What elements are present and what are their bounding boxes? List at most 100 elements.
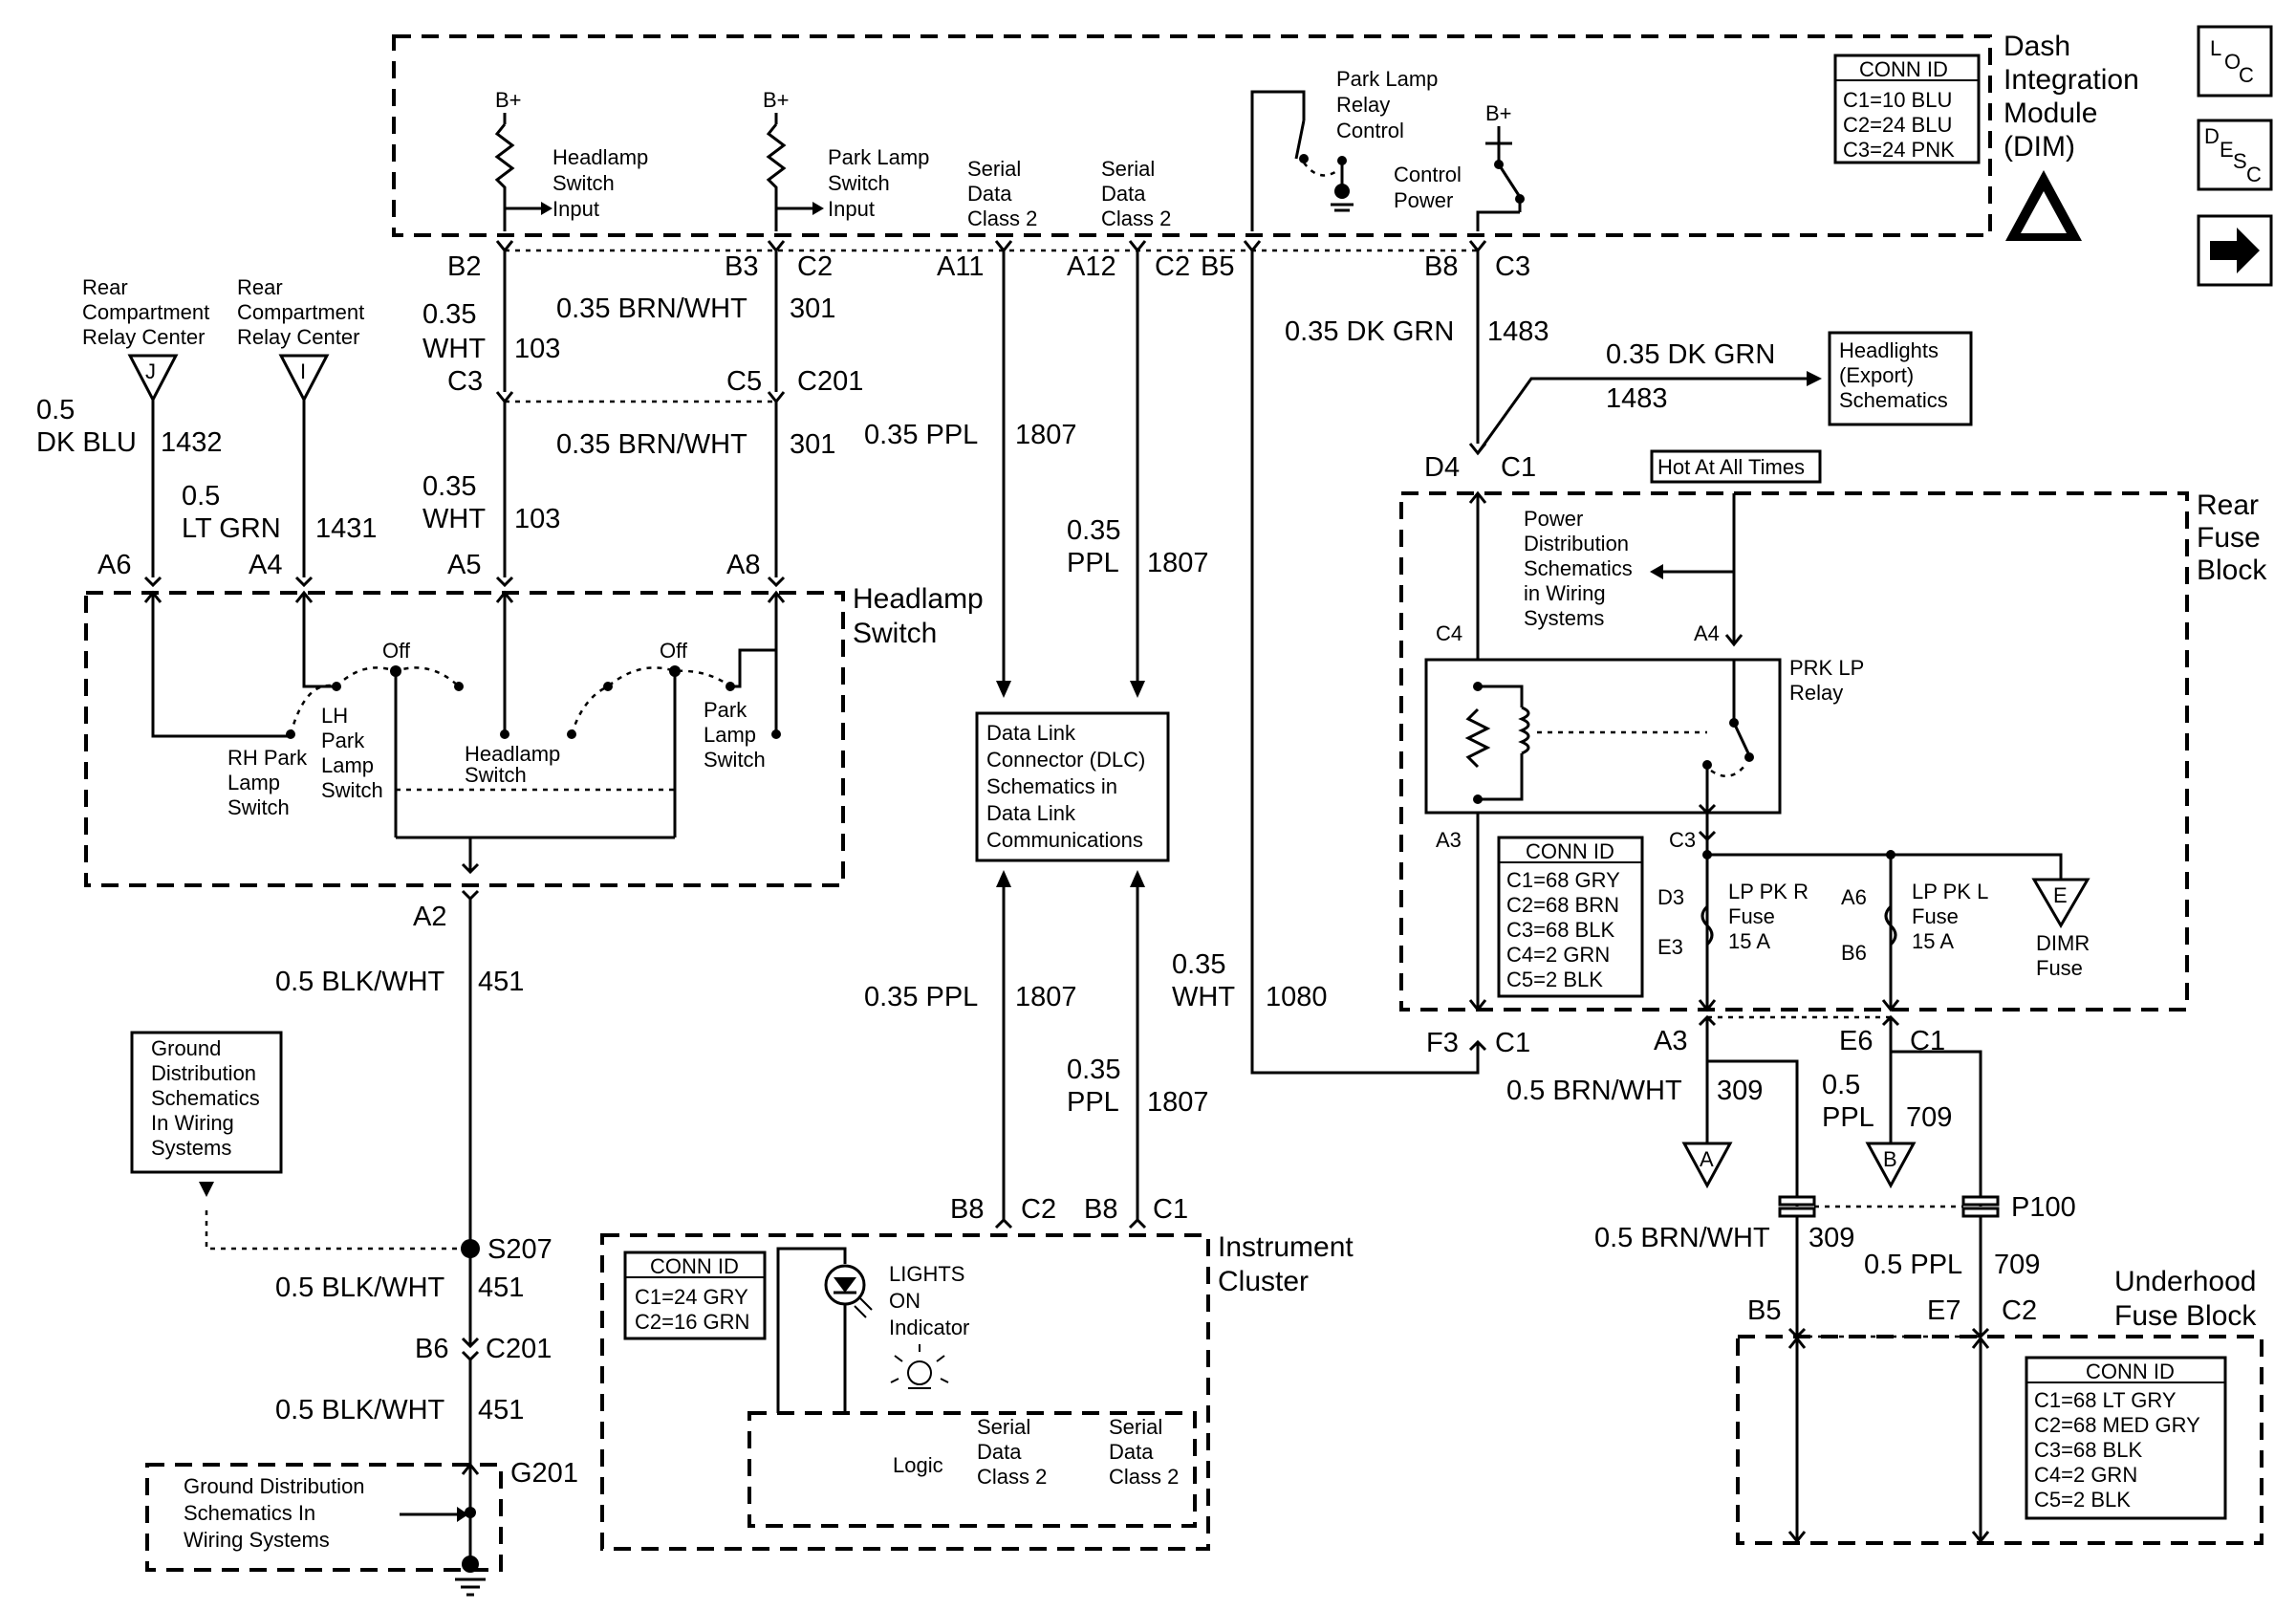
svg-text:Systems: Systems bbox=[1524, 606, 1604, 630]
svg-text:B6: B6 bbox=[415, 1334, 448, 1364]
svg-text:Schematics: Schematics bbox=[1839, 388, 1948, 412]
svg-text:Park: Park bbox=[704, 698, 747, 722]
svg-text:Input: Input bbox=[552, 197, 599, 221]
svg-text:C2=16 GRN: C2=16 GRN bbox=[635, 1310, 749, 1334]
svg-text:Schematics: Schematics bbox=[151, 1086, 260, 1110]
svg-text:C2: C2 bbox=[2002, 1295, 2037, 1326]
svg-text:A4: A4 bbox=[1694, 621, 1720, 645]
svg-text:Logic: Logic bbox=[893, 1453, 943, 1477]
svg-text:Class 2: Class 2 bbox=[1109, 1465, 1179, 1489]
svg-text:Switch: Switch bbox=[853, 618, 937, 649]
wire-103: 0.35 WHT 103 C3 0.35 WHT 103 bbox=[422, 240, 560, 588]
svg-text:Switch: Switch bbox=[552, 171, 615, 195]
svg-text:0.5 BLK/WHT: 0.5 BLK/WHT bbox=[275, 967, 445, 997]
svg-text:A8: A8 bbox=[726, 550, 760, 580]
svg-text:J: J bbox=[145, 359, 156, 383]
svg-text:Data: Data bbox=[977, 1440, 1022, 1464]
svg-text:D4: D4 bbox=[1424, 452, 1460, 483]
svg-text:709: 709 bbox=[1906, 1102, 1952, 1133]
loc-button[interactable]: LOC bbox=[2197, 25, 2273, 98]
svg-text:O: O bbox=[2224, 50, 2241, 74]
svg-text:Distribution: Distribution bbox=[1524, 532, 1629, 555]
svg-text:Schematics in: Schematics in bbox=[986, 774, 1117, 798]
headlamp-switch-title: Headlamp Switch bbox=[853, 583, 984, 649]
wire-309-709: A3 E6 C1 A B 0.5 BRN/WHT 309 0.5 PPL 709… bbox=[1506, 1014, 2076, 1339]
headlamp-switch-pin-labels: A6 A4 A5 A8 bbox=[97, 550, 760, 580]
svg-text:D3: D3 bbox=[1657, 885, 1684, 909]
svg-text:F3: F3 bbox=[1426, 1028, 1459, 1058]
svg-text:Instrument: Instrument bbox=[1218, 1231, 1354, 1263]
svg-text:B: B bbox=[1883, 1147, 1897, 1171]
svg-text:Park: Park bbox=[321, 729, 365, 752]
svg-text:Wiring Systems: Wiring Systems bbox=[184, 1528, 330, 1552]
svg-text:Data: Data bbox=[1101, 182, 1146, 206]
svg-text:0.5 BRN/WHT: 0.5 BRN/WHT bbox=[1506, 1076, 1682, 1106]
svg-text:WHT: WHT bbox=[422, 504, 486, 534]
svg-text:Fuse: Fuse bbox=[1728, 904, 1775, 928]
svg-text:Systems: Systems bbox=[151, 1136, 231, 1160]
svg-text:B8: B8 bbox=[1424, 251, 1458, 282]
headlamp-switch-internals: Off Off RH Park Lamp Switch LH Park Lamp… bbox=[143, 590, 786, 875]
svg-text:Headlamp: Headlamp bbox=[853, 583, 984, 615]
dim-parklamp-input: B+ Park Lamp Switch Input bbox=[763, 88, 929, 231]
svg-text:Fuse Block: Fuse Block bbox=[2114, 1300, 2257, 1332]
svg-text:C2=24 BLU: C2=24 BLU bbox=[1843, 113, 1952, 137]
svg-text:Power: Power bbox=[1394, 188, 1453, 212]
svg-text:A: A bbox=[1700, 1147, 1714, 1171]
svg-text:A12: A12 bbox=[1067, 251, 1116, 282]
svg-text:309: 309 bbox=[1717, 1076, 1763, 1106]
svg-text:PRK LP: PRK LP bbox=[1789, 656, 1864, 680]
svg-text:A3: A3 bbox=[1436, 828, 1462, 852]
svg-text:0.5: 0.5 bbox=[36, 395, 75, 425]
svg-text:Control: Control bbox=[1336, 119, 1404, 142]
svg-text:A4: A4 bbox=[249, 550, 282, 580]
next-arrow-button[interactable] bbox=[2197, 214, 2273, 287]
wire-1483: 0.35 DK GRN 1483 0.35 DK GRN 1483 D4 C1 bbox=[1285, 240, 1822, 483]
svg-text:Switch: Switch bbox=[321, 778, 383, 802]
svg-text:1807: 1807 bbox=[1015, 982, 1077, 1012]
svg-text:1807: 1807 bbox=[1015, 420, 1077, 450]
ground-distribution-box: Ground Distribution Schematics In Wiring… bbox=[130, 1031, 461, 1251]
svg-text:B2: B2 bbox=[447, 251, 481, 282]
svg-text:Switch: Switch bbox=[465, 763, 527, 787]
svg-text:Ground Distribution: Ground Distribution bbox=[184, 1474, 365, 1498]
svg-text:15 A: 15 A bbox=[1912, 929, 1954, 953]
svg-text:Class 2: Class 2 bbox=[967, 207, 1037, 230]
svg-text:0.35 DK GRN: 0.35 DK GRN bbox=[1606, 339, 1775, 370]
svg-text:Off: Off bbox=[382, 639, 411, 663]
cluster-logic-box: Logic Serial Data Class 2 Serial Data Cl… bbox=[747, 1411, 1197, 1528]
headlamp-switch-outline bbox=[84, 591, 845, 887]
svg-text:C2=68 BRN: C2=68 BRN bbox=[1506, 893, 1619, 917]
svg-text:C1: C1 bbox=[1495, 1028, 1530, 1058]
dlc-box: Data Link Connector (DLC) Schematics in … bbox=[975, 711, 1170, 862]
rear-fuse-block-title: Rear Fuse Block bbox=[2197, 490, 2267, 586]
svg-text:Serial: Serial bbox=[977, 1415, 1030, 1439]
svg-text:Fuse: Fuse bbox=[1912, 904, 1959, 928]
svg-text:WHT: WHT bbox=[422, 334, 486, 364]
svg-text:Switch: Switch bbox=[704, 748, 766, 772]
svg-text:C1: C1 bbox=[1153, 1194, 1188, 1225]
svg-text:C2: C2 bbox=[797, 251, 833, 282]
svg-text:0.35 PPL: 0.35 PPL bbox=[864, 982, 978, 1012]
svg-text:B+: B+ bbox=[495, 88, 522, 112]
svg-text:B+: B+ bbox=[1485, 101, 1512, 125]
svg-text:Fuse: Fuse bbox=[2036, 956, 2083, 980]
svg-text:0.5 BLK/WHT: 0.5 BLK/WHT bbox=[275, 1395, 445, 1425]
svg-text:CONN ID: CONN ID bbox=[1526, 839, 1614, 863]
svg-text:Compartment: Compartment bbox=[82, 300, 209, 324]
svg-text:Distribution: Distribution bbox=[151, 1061, 256, 1085]
svg-text:Park Lamp: Park Lamp bbox=[1336, 67, 1438, 91]
svg-text:Lamp: Lamp bbox=[227, 771, 280, 794]
svg-text:0.35: 0.35 bbox=[1172, 949, 1225, 980]
svg-text:C5=2 BLK: C5=2 BLK bbox=[1506, 968, 1603, 991]
rear-comp-relay-i: Rear Compartment Relay Center I 0.5 LT G… bbox=[182, 275, 378, 588]
svg-text:Data: Data bbox=[967, 182, 1012, 206]
svg-text:C3=68 BLK: C3=68 BLK bbox=[2034, 1438, 2142, 1462]
svg-text:0.35: 0.35 bbox=[1067, 515, 1120, 546]
wire-1807-a12: 0.35 PPL 1807 bbox=[1067, 240, 1209, 698]
svg-text:709: 709 bbox=[1994, 1250, 2040, 1280]
svg-text:C2: C2 bbox=[1155, 251, 1190, 282]
svg-text:In Wiring: In Wiring bbox=[151, 1111, 234, 1135]
svg-text:Data Link: Data Link bbox=[986, 801, 1076, 825]
